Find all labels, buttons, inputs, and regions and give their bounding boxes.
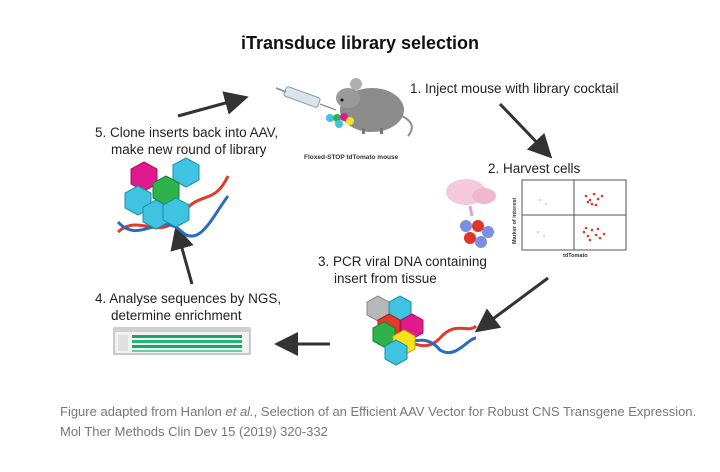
arrow-4-to-5	[170, 225, 194, 285]
step-5-label: 5. Clone inserts back into AAV, make new…	[95, 125, 279, 157]
cell-cluster-icon	[460, 220, 494, 248]
step-3-label: 3. PCR viral DNA containing insert from …	[318, 254, 487, 286]
facs-y-axis-label: Marker of interest	[512, 197, 518, 244]
mouse-icon	[336, 78, 413, 137]
capsid-cluster-bottom-icon	[366, 295, 424, 366]
brain-icon	[446, 179, 496, 217]
capsid-cluster-left-icon	[124, 157, 200, 230]
arrow-2-to-3	[474, 276, 549, 333]
step-4-label: 4. Analyse sequences by NGS, determine e…	[95, 291, 282, 323]
figure-caption: Figure adapted from Hanlon et al., Selec…	[60, 404, 697, 439]
arrow-1-to-2	[498, 102, 553, 159]
capsid-cluster-small-icon	[326, 113, 354, 128]
diagram-title: iTransduce library selection	[240, 33, 480, 53]
facs-x-axis-label: tdTomato	[563, 253, 588, 259]
syringe-icon	[275, 86, 337, 111]
ngs-sequence-view-icon	[113, 327, 251, 355]
arrow-5-to-1	[177, 91, 249, 118]
mouse-label: Floxed-STOP tdTomato mouse	[304, 154, 399, 161]
step-1-label: 1. Inject mouse with library cocktail	[410, 81, 619, 96]
facs-plot	[521, 179, 627, 251]
step-2-label: 2. Harvest cells	[488, 161, 581, 176]
